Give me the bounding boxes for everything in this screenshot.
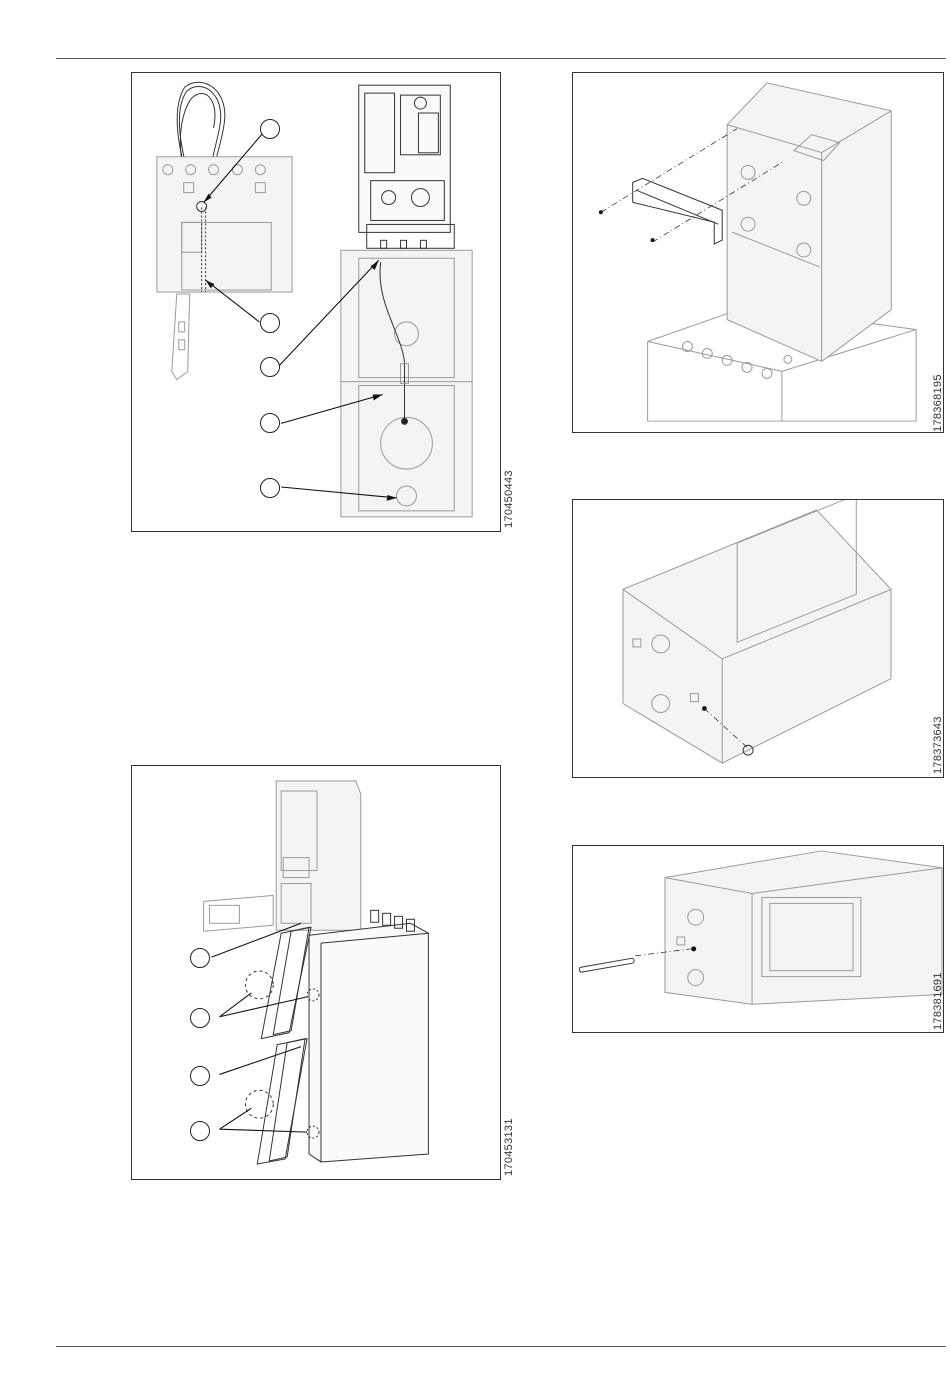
callout-b-3 bbox=[190, 1066, 210, 1086]
header-rule bbox=[56, 58, 946, 59]
callout-b-4 bbox=[190, 1121, 210, 1141]
footer-rule bbox=[56, 1346, 946, 1347]
callout-b-1 bbox=[190, 948, 210, 968]
callout-4 bbox=[260, 413, 280, 433]
figure-front-panels bbox=[131, 765, 501, 1180]
figure-id-c: 178368195 bbox=[932, 374, 944, 432]
figure-bracket-mount-drawing bbox=[573, 73, 943, 432]
figure-id-e: 178381691 bbox=[932, 972, 944, 1030]
figure-id-d: 178373643 bbox=[932, 716, 944, 774]
figure-front-panels-drawing bbox=[132, 766, 500, 1179]
figure-id-b: 170453131 bbox=[503, 1118, 515, 1176]
figure-cabinet-tool bbox=[572, 845, 944, 1033]
callout-3 bbox=[260, 357, 280, 377]
figure-id-a: 170450443 bbox=[503, 470, 515, 528]
figure-cabinet-tool-drawing bbox=[573, 846, 943, 1032]
callout-b-2 bbox=[190, 1008, 210, 1028]
callout-5 bbox=[260, 478, 280, 498]
callout-2 bbox=[260, 313, 280, 333]
figure-bracket-mount bbox=[572, 72, 944, 433]
figure-cable-routing bbox=[131, 72, 501, 532]
figure-cabinet-screw bbox=[572, 499, 944, 778]
figure-cable-routing-drawing bbox=[132, 73, 500, 531]
figure-cabinet-screw-drawing bbox=[573, 500, 943, 777]
callout-1 bbox=[260, 119, 280, 139]
